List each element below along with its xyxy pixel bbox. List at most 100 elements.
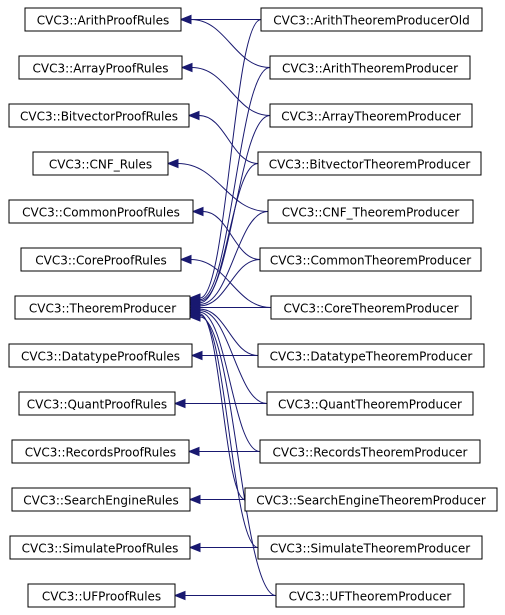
arrowhead-icon bbox=[191, 206, 204, 217]
inheritance-edge-uftheorem-producer-to-theorem-producer bbox=[188, 312, 277, 596]
arrowhead-icon bbox=[179, 254, 192, 265]
class-node-label: CVC3::DatatypeTheoremProducer bbox=[270, 350, 473, 364]
class-node-common-theorem-producer[interactable]: CVC3::CommonTheoremProducer bbox=[259, 247, 482, 272]
class-node-label: CVC3::CommonTheoremProducer bbox=[270, 254, 471, 268]
edges-layer bbox=[166, 14, 277, 601]
edge-line bbox=[199, 163, 259, 304]
class-node-label: CVC3::BitvectorProofRules bbox=[20, 110, 178, 124]
class-node-datatype-theorem-producer[interactable]: CVC3::DatatypeTheoremProducer bbox=[257, 343, 485, 368]
class-node-array-proof-rules[interactable]: CVC3::ArrayProofRules bbox=[18, 55, 183, 80]
class-node-simulate-theorem-producer[interactable]: CVC3::SimulateTheoremProducer bbox=[257, 535, 483, 560]
class-node-box bbox=[14, 295, 191, 320]
class-node-arith-proof-rules[interactable]: CVC3::ArithProofRules bbox=[24, 7, 182, 32]
class-node-box bbox=[8, 343, 193, 368]
class-node-box bbox=[27, 583, 176, 608]
class-node-label: CVC3::CNF_TheoremProducer bbox=[282, 206, 460, 220]
arrowhead-icon bbox=[188, 312, 201, 322]
class-node-box bbox=[9, 535, 191, 560]
class-node-box bbox=[24, 7, 182, 32]
class-node-box bbox=[270, 295, 472, 320]
arrowhead-icon bbox=[188, 542, 201, 553]
edge-line bbox=[199, 316, 277, 596]
class-node-label: CVC3::RecordsProofRules bbox=[25, 446, 176, 460]
edge-line bbox=[190, 259, 272, 308]
class-node-label: CVC3::QuantTheoremProducer bbox=[278, 398, 462, 412]
class-node-datatype-proof-rules[interactable]: CVC3::DatatypeProofRules bbox=[8, 343, 193, 368]
edge-line bbox=[190, 19, 271, 68]
edge-line bbox=[191, 67, 271, 116]
edge-line bbox=[199, 311, 261, 452]
class-node-search-engine-rules[interactable]: CVC3::SearchEngineRules bbox=[11, 487, 191, 512]
class-node-label: CVC3::SearchEngineRules bbox=[23, 494, 178, 508]
inheritance-edge-common-theorem-producer-to-common-proof-rules bbox=[191, 206, 261, 260]
class-node-uftheorem-producer[interactable]: CVC3::UFTheoremProducer bbox=[275, 583, 465, 608]
inheritance-edge-search-engine-theorem-producer-to-search-engine-rules bbox=[188, 494, 245, 505]
class-node-arith-theorem-producer[interactable]: CVC3::ArithTheoremProducer bbox=[269, 55, 471, 80]
class-node-label: CVC3::ArithTheoremProducer bbox=[282, 62, 458, 76]
class-node-core-proof-rules[interactable]: CVC3::CoreProofRules bbox=[20, 247, 182, 272]
inheritance-edge-simulate-theorem-producer-to-theorem-producer bbox=[188, 310, 259, 548]
class-node-box bbox=[8, 103, 190, 128]
class-node-label: CVC3::SimulateProofRules bbox=[22, 542, 179, 556]
class-node-search-engine-theorem-producer[interactable]: CVC3::SearchEngineTheoremProducer bbox=[244, 487, 498, 512]
edge-line bbox=[199, 313, 246, 500]
class-node-label: CVC3::QuantProofRules bbox=[27, 398, 167, 412]
inheritance-edge-common-theorem-producer-to-theorem-producer bbox=[188, 259, 261, 311]
inheritance-edge-simulate-theorem-producer-to-simulate-proof-rules bbox=[188, 542, 259, 553]
class-node-ufproof-rules[interactable]: CVC3::UFProofRules bbox=[27, 583, 176, 608]
class-node-label: CVC3::CoreTheoremProducer bbox=[283, 302, 458, 316]
class-node-quant-theorem-producer[interactable]: CVC3::QuantTheoremProducer bbox=[266, 391, 474, 416]
class-node-box bbox=[244, 487, 498, 512]
arrowhead-icon bbox=[166, 158, 179, 169]
inheritance-edge-core-theorem-producer-to-core-proof-rules bbox=[179, 254, 272, 308]
inheritance-edge-array-theorem-producer-to-array-proof-rules bbox=[180, 62, 271, 116]
class-node-box bbox=[257, 343, 485, 368]
arrowhead-icon bbox=[187, 110, 200, 121]
class-node-records-theorem-producer[interactable]: CVC3::RecordsTheoremProducer bbox=[259, 439, 481, 464]
edge-line bbox=[199, 308, 259, 356]
class-node-box bbox=[18, 391, 176, 416]
class-node-box bbox=[11, 439, 190, 464]
class-node-theorem-producer[interactable]: CVC3::TheoremProducer bbox=[14, 295, 191, 320]
class-node-records-proof-rules[interactable]: CVC3::RecordsProofRules bbox=[11, 439, 190, 464]
class-node-label: CVC3::UFProofRules bbox=[42, 590, 161, 604]
inheritance-edge-datatype-theorem-producer-to-datatype-proof-rules bbox=[190, 350, 258, 361]
class-node-bitvector-proof-rules[interactable]: CVC3::BitvectorProofRules bbox=[8, 103, 190, 128]
arrowhead-icon bbox=[173, 590, 186, 601]
class-node-label: CVC3::BitvectorTheoremProducer bbox=[269, 158, 471, 172]
class-node-label: CVC3::CoreProofRules bbox=[35, 254, 166, 268]
class-node-box bbox=[20, 247, 182, 272]
class-node-box bbox=[259, 247, 482, 272]
class-node-cnf-rules[interactable]: CVC3::CNF_Rules bbox=[32, 151, 169, 176]
class-node-simulate-proof-rules[interactable]: CVC3::SimulateProofRules bbox=[9, 535, 191, 560]
inheritance-edge-uftheorem-producer-to-ufproof-rules bbox=[173, 590, 277, 601]
edge-line bbox=[199, 211, 269, 305]
class-node-quant-proof-rules[interactable]: CVC3::QuantProofRules bbox=[18, 391, 176, 416]
class-node-bitvector-theorem-producer[interactable]: CVC3::BitvectorTheoremProducer bbox=[257, 151, 482, 176]
class-node-box bbox=[8, 199, 194, 224]
class-node-box bbox=[32, 151, 169, 176]
class-node-cnf-theorem-producer[interactable]: CVC3::CNF_TheoremProducer bbox=[267, 199, 474, 224]
edge-line bbox=[199, 310, 268, 404]
class-node-box bbox=[18, 55, 183, 80]
class-node-array-theorem-producer[interactable]: CVC3::ArrayTheoremProducer bbox=[269, 103, 473, 128]
inheritance-edge-records-theorem-producer-to-records-proof-rules bbox=[187, 446, 260, 457]
class-node-common-proof-rules[interactable]: CVC3::CommonProofRules bbox=[8, 199, 194, 224]
class-node-label: CVC3::UFTheoremProducer bbox=[289, 590, 452, 604]
class-node-core-theorem-producer[interactable]: CVC3::CoreTheoremProducer bbox=[270, 295, 472, 320]
arrowhead-icon bbox=[187, 446, 200, 457]
class-node-label: CVC3::SearchEngineTheoremProducer bbox=[256, 494, 486, 508]
arrowhead-icon bbox=[179, 14, 192, 25]
edge-line bbox=[198, 115, 259, 164]
class-node-label: CVC3::ArithTheoremProducerOld bbox=[273, 14, 469, 28]
edge-line bbox=[177, 163, 269, 212]
edge-line bbox=[199, 259, 261, 307]
class-node-label: CVC3::ArithProofRules bbox=[37, 14, 169, 28]
edge-line bbox=[199, 67, 271, 301]
class-node-label: CVC3::CommonProofRules bbox=[22, 206, 180, 220]
arrowhead-icon bbox=[190, 350, 203, 361]
inheritance-edge-bitvector-theorem-producer-to-bitvector-proof-rules bbox=[187, 110, 259, 164]
class-node-arith-theorem-producer-old[interactable]: CVC3::ArithTheoremProducerOld bbox=[260, 7, 483, 32]
class-node-box bbox=[267, 199, 474, 224]
